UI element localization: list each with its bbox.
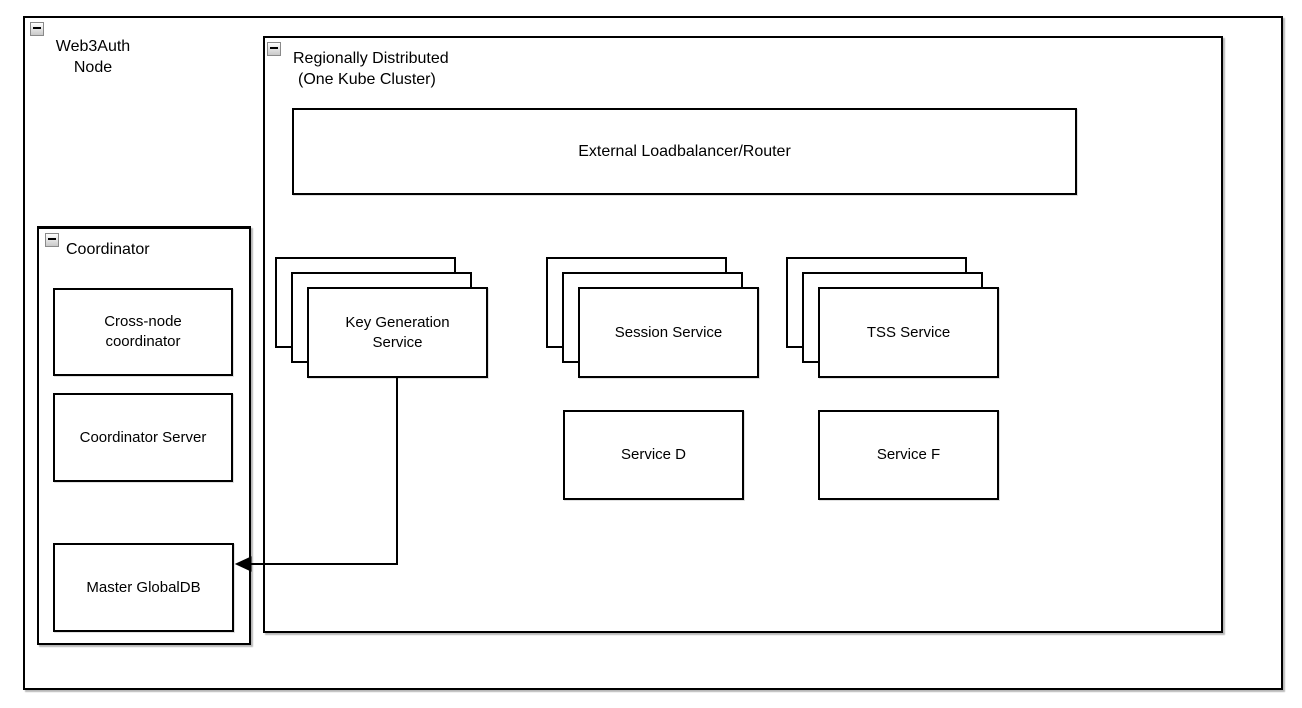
- key-generation-label-line1: Key Generation: [345, 313, 450, 331]
- coordinator-server-label: Coordinator Server: [79, 428, 207, 446]
- web3auth-node-title-line2: Node: [73, 59, 113, 76]
- coordinator-title: Coordinator: [66, 241, 150, 258]
- service-f-label: Service F: [876, 446, 941, 463]
- collapse-minus-icon[interactable]: [30, 22, 44, 36]
- master-globaldb-label: Master GlobalDB: [86, 578, 201, 596]
- key-generation-service-box[interactable]: Key Generation Service: [307, 287, 488, 378]
- tss-service-box[interactable]: TSS Service: [818, 287, 999, 378]
- service-d-label: Service D: [620, 446, 687, 463]
- loadbalancer-label: External Loadbalancer/Router: [578, 142, 791, 160]
- web3auth-node-title-line1: Web3Auth: [55, 38, 131, 55]
- service-d-box[interactable]: Service D: [563, 410, 744, 500]
- session-service-label: Session Service: [614, 323, 723, 341]
- collapse-minus-icon[interactable]: [267, 42, 281, 56]
- region-title: Regionally Distributed (One Kube Cluster…: [293, 48, 449, 90]
- session-service-box[interactable]: Session Service: [578, 287, 759, 378]
- cross-node-coordinator-label-line2: coordinator: [105, 333, 181, 350]
- collapse-minus-icon[interactable]: [45, 233, 59, 247]
- master-globaldb-box[interactable]: Master GlobalDB: [53, 543, 234, 632]
- web3auth-node-title: Web3Auth Node: [43, 36, 143, 78]
- cross-node-coordinator-box[interactable]: Cross-node coordinator: [53, 288, 233, 376]
- region-title-line1: Regionally Distributed: [293, 50, 449, 67]
- region-title-line2: (One Kube Cluster): [298, 71, 436, 88]
- coordinator-server-box[interactable]: Coordinator Server: [53, 393, 233, 482]
- tss-service-label: TSS Service: [866, 323, 951, 341]
- cross-node-coordinator-label-line1: Cross-node: [104, 313, 182, 330]
- loadbalancer-box[interactable]: External Loadbalancer/Router: [292, 108, 1077, 195]
- key-generation-label-line2: Service: [372, 333, 423, 351]
- service-f-box[interactable]: Service F: [818, 410, 999, 500]
